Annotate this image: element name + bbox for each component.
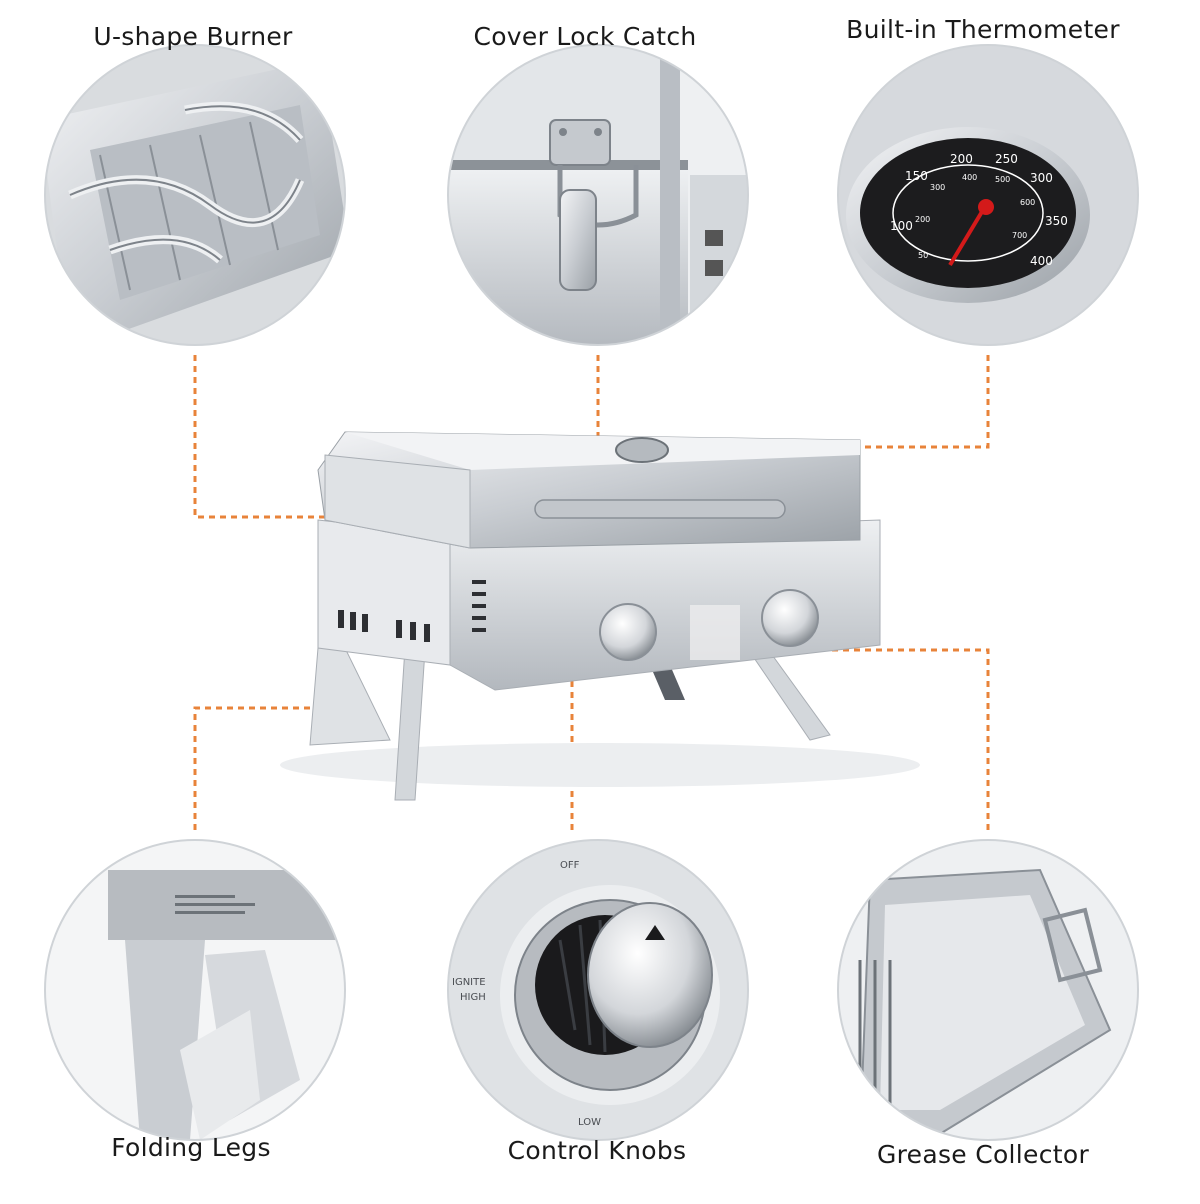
- lock-detail-image: [448, 45, 748, 345]
- thermo-inner-50: 50: [918, 251, 928, 260]
- thermo-inner-700: 700: [1012, 231, 1027, 240]
- thermo-outer-350: 350: [1045, 214, 1068, 228]
- knob-mark-high: HIGH: [460, 992, 486, 1003]
- thermometer-detail-frame: [837, 44, 1139, 346]
- knob-detail-frame: [447, 839, 749, 1141]
- thermo-inner-200: 200: [915, 215, 930, 224]
- label-thermometer: Built-in Thermometer: [846, 15, 1120, 44]
- leader-grease: [818, 648, 990, 830]
- thermo-outer-300: 300: [1030, 171, 1053, 185]
- thermo-inner-300: 300: [930, 183, 945, 192]
- thermo-outer-250: 250: [995, 152, 1018, 166]
- knob-detail-image: [448, 840, 748, 1140]
- thermo-inner-400: 400: [962, 173, 977, 182]
- leader-legs: [193, 706, 340, 830]
- label-knobs: Control Knobs: [507, 1136, 687, 1165]
- label-grease: Grease Collector: [876, 1140, 1090, 1169]
- thermo-outer-150: 150: [905, 169, 928, 183]
- knob-mark-ignite: IGNITE: [452, 977, 486, 988]
- thermo-outer-400: 400: [1030, 254, 1053, 268]
- grease-detail-image: [838, 840, 1138, 1140]
- grill-product-image: [280, 431, 920, 801]
- knob-mark-low: LOW: [578, 1117, 601, 1128]
- leader-thermometer: [668, 355, 990, 449]
- thermo-outer-200: 200: [950, 152, 973, 166]
- burner-detail-frame: [44, 44, 346, 346]
- thermo-inner-500: 500: [995, 175, 1010, 184]
- knob-mark-off: OFF: [560, 860, 580, 871]
- legs-detail-frame: [44, 839, 346, 1141]
- label-burner: U-shape Burner: [93, 22, 293, 51]
- lock-detail-frame: [447, 44, 749, 346]
- thermo-outer-100: 100: [890, 219, 913, 233]
- thermometer-detail-image: [838, 45, 1138, 345]
- burner-detail-image: [45, 45, 345, 345]
- thermo-inner-600: 600: [1020, 198, 1035, 207]
- grease-detail-frame: [837, 839, 1139, 1141]
- label-lock: Cover Lock Catch: [473, 22, 697, 51]
- legs-detail-image: [45, 840, 345, 1140]
- label-legs: Folding Legs: [111, 1133, 271, 1162]
